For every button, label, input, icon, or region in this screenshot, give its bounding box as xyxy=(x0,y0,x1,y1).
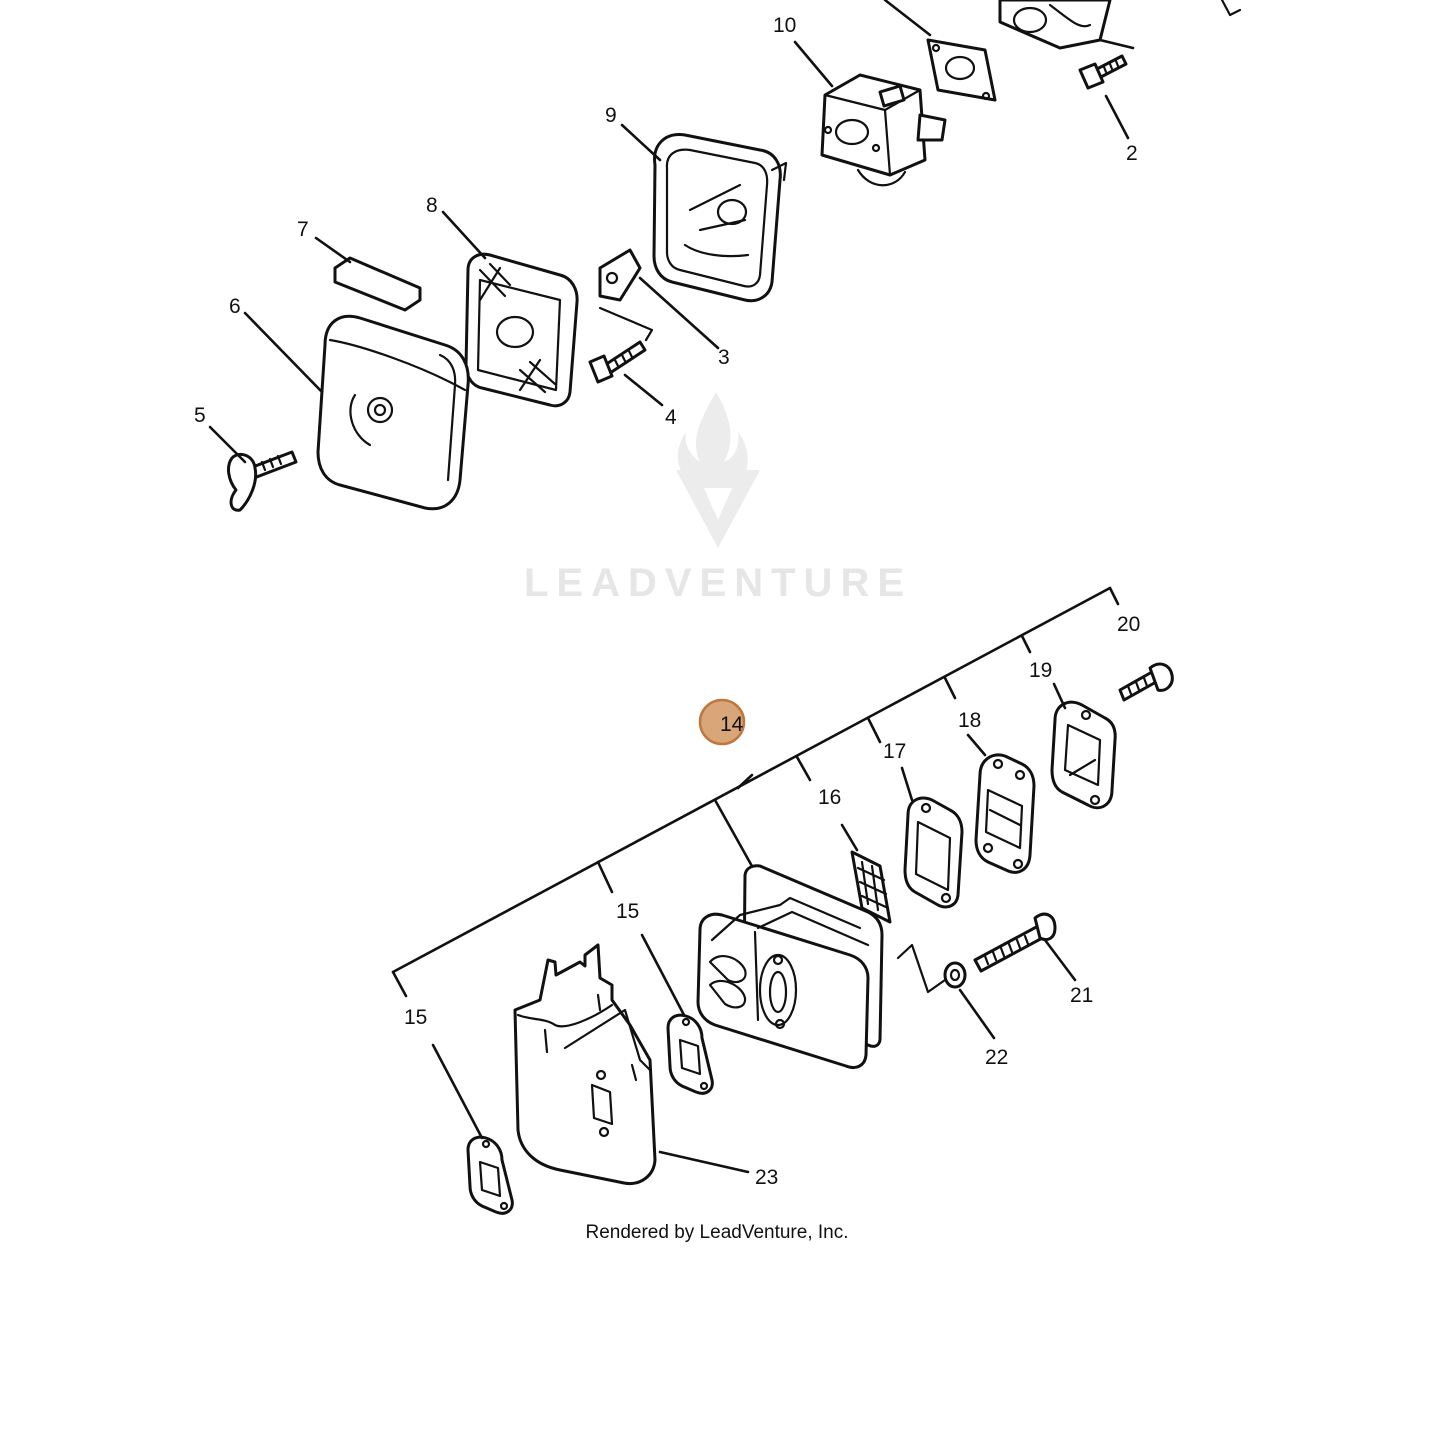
part-screen-16 xyxy=(840,823,892,924)
callout-5[interactable]: 5 xyxy=(194,404,206,427)
part-gasket-top xyxy=(883,0,997,102)
part-bolt-4 xyxy=(588,340,664,407)
callout-labels: 2 3 4 5 6 7 8 9 10 14 15 15 16 17 18 19 … xyxy=(194,14,1140,1189)
part-gasket-17 xyxy=(900,766,964,909)
part-bolt-20 xyxy=(1118,662,1174,702)
part-air-filter-cover-6 xyxy=(243,311,470,511)
part-plate-18 xyxy=(966,733,1036,874)
part-plate-19 xyxy=(1050,682,1117,810)
part-edge-fragment xyxy=(1220,0,1242,17)
part-insulator-top xyxy=(998,0,1135,50)
part-muffler-14[interactable] xyxy=(696,864,884,1070)
highlight-marker-14[interactable] xyxy=(698,698,746,746)
part-bracket-3 xyxy=(598,248,720,350)
watermark-text: LEADVENTURE xyxy=(524,561,912,605)
callout-9[interactable]: 9 xyxy=(605,104,617,127)
v-logo-icon xyxy=(676,470,760,548)
callout-22[interactable]: 22 xyxy=(985,1046,1008,1069)
part-gasket-15-right xyxy=(640,933,714,1095)
callout-18[interactable]: 18 xyxy=(958,709,981,732)
part-air-filter-base-9 xyxy=(620,123,788,303)
callout-21[interactable]: 21 xyxy=(1070,984,1093,1007)
assembly-bracket-14 xyxy=(391,586,1120,998)
callout-14[interactable]: 14 xyxy=(720,713,744,736)
part-bolt-2 xyxy=(1078,54,1130,140)
callout-6[interactable]: 6 xyxy=(229,295,241,318)
part-label-7 xyxy=(314,236,422,312)
part-heat-shield-23 xyxy=(513,943,750,1186)
callout-16[interactable]: 16 xyxy=(818,786,841,809)
callout-23[interactable]: 23 xyxy=(755,1166,778,1189)
callout-2[interactable]: 2 xyxy=(1126,142,1138,165)
rendered-by-credit: Rendered by LeadVenture, Inc. xyxy=(585,1222,848,1243)
callout-20[interactable]: 20 xyxy=(1117,613,1140,636)
callout-19[interactable]: 19 xyxy=(1029,659,1052,682)
callout-10[interactable]: 10 xyxy=(773,14,796,37)
part-filter-element-8 xyxy=(441,210,579,408)
callout-15-left[interactable]: 15 xyxy=(404,1006,427,1029)
leadventure-watermark: LEADVENTURE xyxy=(524,392,912,605)
part-wing-bolt-5 xyxy=(208,425,298,512)
callout-3[interactable]: 3 xyxy=(718,346,730,369)
part-bolt-21 xyxy=(973,912,1077,982)
part-washer-22 xyxy=(896,943,996,1040)
callout-7[interactable]: 7 xyxy=(297,218,309,241)
callout-17[interactable]: 17 xyxy=(883,740,906,763)
callout-4[interactable]: 4 xyxy=(665,406,677,429)
callout-8[interactable]: 8 xyxy=(426,194,438,217)
part-carburetor-10 xyxy=(793,40,947,187)
callout-15-right[interactable]: 15 xyxy=(616,900,639,923)
part-gasket-15-left xyxy=(431,1043,514,1215)
flame-logo-icon xyxy=(677,392,748,488)
